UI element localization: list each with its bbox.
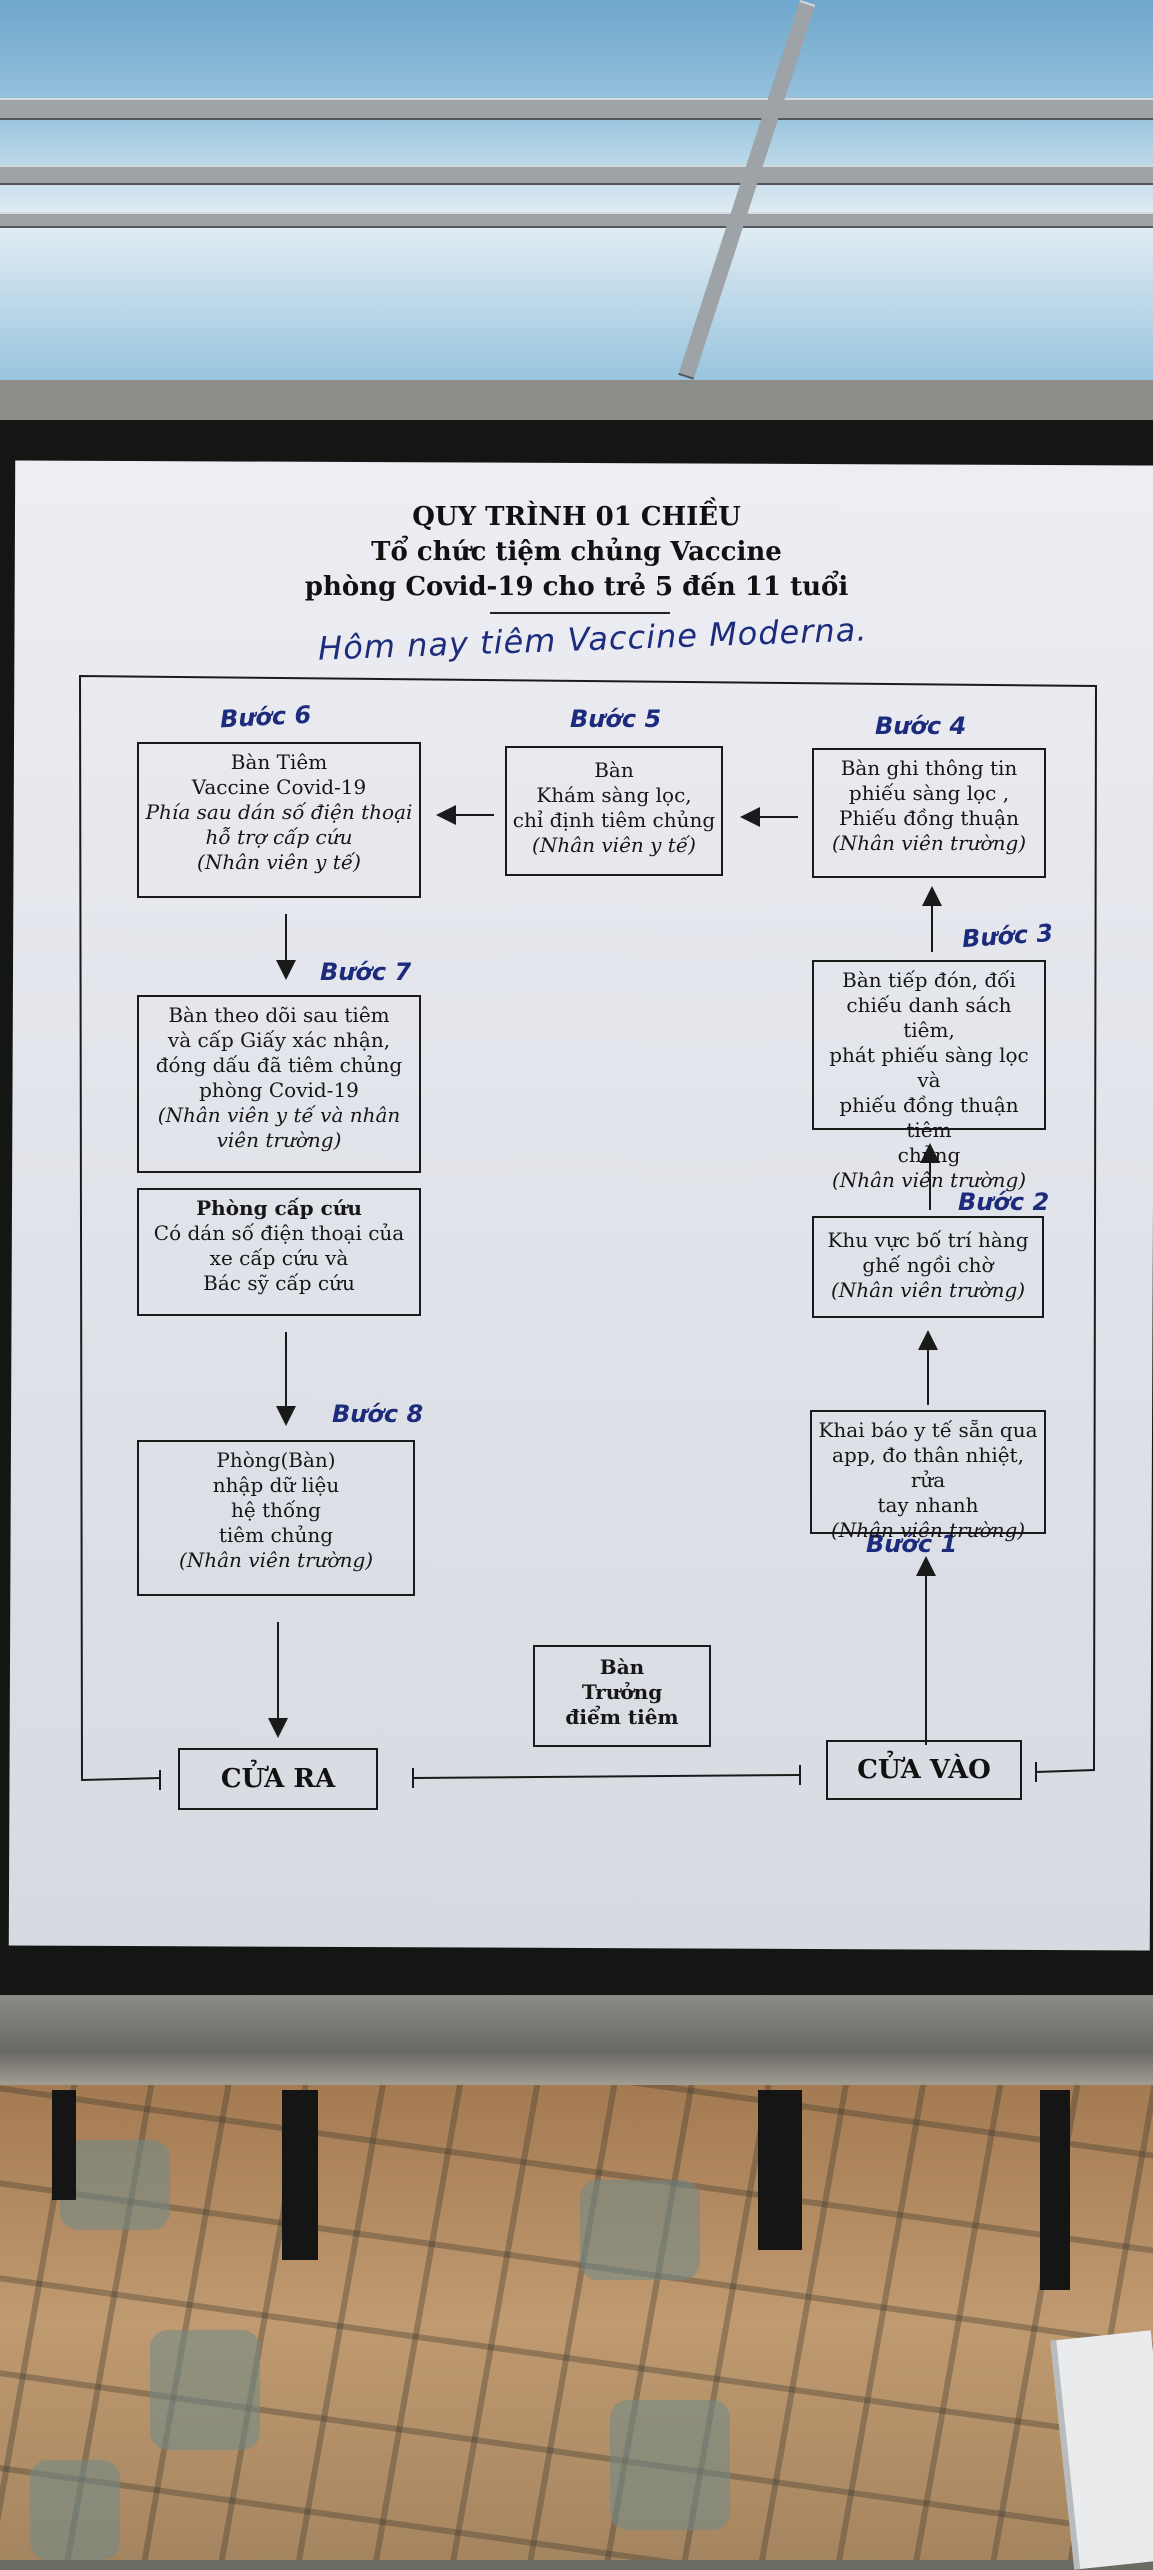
- box-line: chiếu danh sách tiêm,: [846, 993, 1012, 1042]
- vaccination-table-box: Bàn Tiêm Vaccine Covid-19 Phía sau dán s…: [137, 742, 421, 898]
- box-line: Phía sau dán số điện thoại: [145, 800, 413, 824]
- box-line: ghế ngồi chờ: [862, 1253, 994, 1277]
- box-line: app, đo thân nhiệt, rửa: [832, 1443, 1024, 1492]
- step-4-label: Bước 4: [875, 712, 967, 740]
- emergency-room-box: Phòng cấp cứu Có dán số điện thoại của x…: [137, 1188, 421, 1316]
- brick-pavement: [0, 2085, 1153, 2560]
- post-vaccination-monitoring-box: Bàn theo dõi sau tiêm và cấp Giấy xác nh…: [137, 995, 421, 1173]
- box-line: tay nhanh: [877, 1493, 979, 1517]
- health-declaration-box: Khai báo y tế sẵn qua app, đo thân nhiệt…: [810, 1410, 1046, 1542]
- paver-tile: [30, 2460, 120, 2560]
- box-line: Trưởng: [581, 1680, 663, 1704]
- box-line: chủng: [897, 1143, 961, 1167]
- reception-table-box: Bàn tiếp đón, đối chiếu danh sách tiêm, …: [812, 960, 1046, 1192]
- box-line: (Nhân viên trường): [831, 1168, 1027, 1192]
- box-line: (Nhân viên trường): [830, 1518, 1026, 1542]
- box-line: Khám sàng lọc,: [536, 783, 692, 807]
- box-line: viên trường): [216, 1128, 342, 1152]
- step-2-label: Bước 2: [958, 1188, 1050, 1216]
- box-line: Bàn: [599, 1655, 645, 1679]
- box-line: xe cấp cứu và: [209, 1246, 349, 1270]
- step-1-label: Bước 1: [866, 1530, 958, 1558]
- step-5-label: Bước 5: [570, 705, 662, 733]
- poster-title-line3: phòng Covid-19 cho trẻ 5 đến 11 tuổi: [304, 572, 849, 602]
- box-line: (Nhân viên y tế): [197, 850, 361, 874]
- box-line: Vaccine Covid-19: [191, 775, 367, 799]
- box-line: nhập dữ liệu: [212, 1473, 340, 1497]
- easel-leg: [1040, 2090, 1070, 2290]
- box-line: Phiếu đồng thuận: [839, 806, 1019, 830]
- bottom-connector: [412, 1774, 801, 1779]
- box-line: Bàn: [594, 758, 634, 782]
- board-frame-bottom: [0, 1995, 1153, 2090]
- box-line: Có dán số điện thoại của: [153, 1221, 405, 1245]
- box-line: hỗ trợ cấp cứu: [205, 825, 353, 849]
- site-head-table-box: Bàn Trưởng điểm tiêm: [533, 1645, 711, 1747]
- box-line: Phòng cấp cứu: [196, 1196, 362, 1220]
- box-line: Bác sỹ cấp cứu: [203, 1271, 355, 1295]
- paver-tile: [60, 2140, 170, 2230]
- box-line: Phòng(Bàn): [216, 1448, 336, 1472]
- step-6-label: Bước 6: [219, 700, 312, 734]
- step-7-label: Bước 7: [320, 958, 412, 986]
- box-line: điểm tiêm: [565, 1705, 679, 1729]
- paver-tile: [610, 2400, 730, 2530]
- box-line: đóng dấu đã tiêm chủng: [155, 1053, 403, 1077]
- box-line: (Nhân viên trường): [178, 1548, 374, 1572]
- poster-title-line2: Tổ chức tiệm chủng Vaccine: [371, 537, 782, 567]
- easel-leg: [758, 2090, 802, 2250]
- box-line: Bàn Tiêm: [230, 750, 328, 774]
- box-line: tiêm chủng: [218, 1523, 334, 1547]
- box-line: Bàn theo dõi sau tiêm: [168, 1003, 390, 1027]
- box-line: (Nhân viên trường): [830, 1278, 1026, 1302]
- form-record-table-box: Bàn ghi thông tin phiếu sàng lọc , Phiếu…: [812, 748, 1046, 878]
- box-line: hệ thống: [231, 1498, 321, 1522]
- box-line: phòng Covid-19: [199, 1078, 359, 1102]
- box-line: Bàn tiếp đón, đối: [842, 968, 1016, 992]
- poster-title-line1: QUY TRÌNH 01 CHIỀU: [412, 502, 741, 532]
- box-line: (Nhân viên y tế và nhân: [157, 1103, 401, 1127]
- box-line: Khai báo y tế sẵn qua: [818, 1418, 1038, 1442]
- truss-beam-middle: [0, 165, 1153, 185]
- truss-beam-lower: [0, 212, 1153, 228]
- box-line: Bàn ghi thông tin: [840, 756, 1018, 780]
- box-line: Khu vực bố trí hàng: [827, 1228, 1029, 1252]
- screening-table-box: Bàn Khám sàng lọc, chỉ định tiêm chủng (…: [505, 746, 723, 876]
- box-line: (Nhân viên trường): [831, 831, 1027, 855]
- sky-background: [0, 0, 1153, 400]
- box-line: (Nhân viên y tế): [532, 833, 696, 857]
- box-line: phiếu đồng thuận tiêm: [839, 1093, 1019, 1142]
- paver-tile: [150, 2330, 260, 2450]
- outer-border: [78, 674, 1098, 1782]
- easel-leg: [52, 2090, 76, 2200]
- data-entry-room-box: Phòng(Bàn) nhập dữ liệu hệ thống tiêm ch…: [137, 1440, 415, 1596]
- step-8-label: Bước 8: [332, 1400, 424, 1428]
- box-line: chỉ định tiêm chủng: [512, 808, 716, 832]
- easel-leg: [282, 2090, 318, 2260]
- box-line: phát phiếu sàng lọc và: [829, 1043, 1029, 1092]
- box-line: và cấp Giấy xác nhận,: [167, 1028, 391, 1052]
- title-underline: [490, 612, 670, 614]
- box-line: phiếu sàng lọc ,: [848, 781, 1010, 805]
- paver-tile: [580, 2180, 700, 2280]
- waiting-area-box: Khu vực bố trí hàng ghế ngồi chờ (Nhân v…: [812, 1216, 1044, 1318]
- exit-door-box: CỬA RA: [178, 1748, 378, 1810]
- entrance-door-box: CỬA VÀO: [826, 1740, 1022, 1800]
- truss-beam-top: [0, 98, 1153, 120]
